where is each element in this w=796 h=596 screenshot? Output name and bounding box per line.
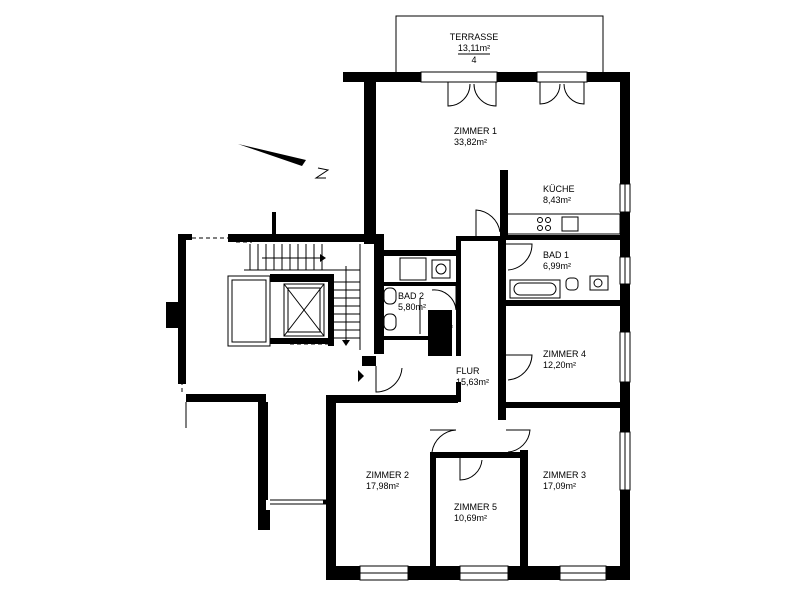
room-label-zimmer-1: ZIMMER 1 33,82m² [454, 126, 497, 147]
room-label-kueche: KÜCHE 8,43m² [543, 184, 575, 205]
svg-text:15,63m²: 15,63m² [456, 377, 489, 387]
room-label-flur: FLUR 15,63m² [456, 366, 489, 387]
north-arrow-icon [238, 144, 330, 179]
svg-text:BAD 2: BAD 2 [398, 291, 424, 301]
svg-text:0,56m²: 0,56m² [431, 325, 453, 332]
room-label-bad-1: BAD 1 6,99m² [543, 250, 571, 271]
svg-text:10,69m²: 10,69m² [454, 513, 487, 523]
svg-text:KÜCHE: KÜCHE [543, 184, 575, 194]
svg-text:FLUR: FLUR [456, 366, 480, 376]
svg-text:ZIMMER 2: ZIMMER 2 [366, 470, 409, 480]
svg-text:ZIMMER 1: ZIMMER 1 [454, 126, 497, 136]
svg-text:5,80m²: 5,80m² [398, 302, 426, 312]
exterior-walls [166, 72, 630, 580]
room-label-terrasse: TERRASSE 13,11m² 4 [450, 32, 499, 65]
svg-text:AR: AR [432, 316, 442, 323]
staircase [181, 237, 364, 505]
fixtures [383, 213, 621, 334]
terrace [395, 15, 604, 74]
room-label-zimmer-4: ZIMMER 4 12,20m² [543, 349, 586, 370]
room-label-zimmer-2: ZIMMER 2 17,98m² [366, 470, 409, 491]
room-label-zimmer-3: ZIMMER 3 17,09m² [543, 470, 586, 491]
svg-text:13,11m²: 13,11m² [458, 43, 490, 53]
svg-text:12,20m²: 12,20m² [543, 360, 576, 370]
svg-text:4: 4 [471, 55, 476, 65]
room-label-bad-2: BAD 2 5,80m² [398, 291, 426, 312]
svg-text:ZIMMER 5: ZIMMER 5 [454, 502, 497, 512]
svg-text:17,09m²: 17,09m² [543, 481, 576, 491]
svg-text:17,98m²: 17,98m² [366, 481, 399, 491]
svg-text:33,82m²: 33,82m² [454, 137, 487, 147]
interior-walls [336, 82, 620, 566]
svg-text:TERRASSE: TERRASSE [450, 32, 499, 42]
room-label-ar: AR 0,56m² [431, 316, 453, 332]
svg-text:BAD 1: BAD 1 [543, 250, 569, 260]
svg-text:ZIMMER 4: ZIMMER 4 [543, 349, 586, 359]
svg-text:ZIMMER 3: ZIMMER 3 [543, 470, 586, 480]
svg-text:6,99m²: 6,99m² [543, 261, 571, 271]
svg-text:8,43m²: 8,43m² [543, 195, 571, 205]
room-label-zimmer-5: ZIMMER 5 10,69m² [454, 502, 497, 523]
doors [375, 82, 585, 481]
windows [359, 71, 631, 581]
